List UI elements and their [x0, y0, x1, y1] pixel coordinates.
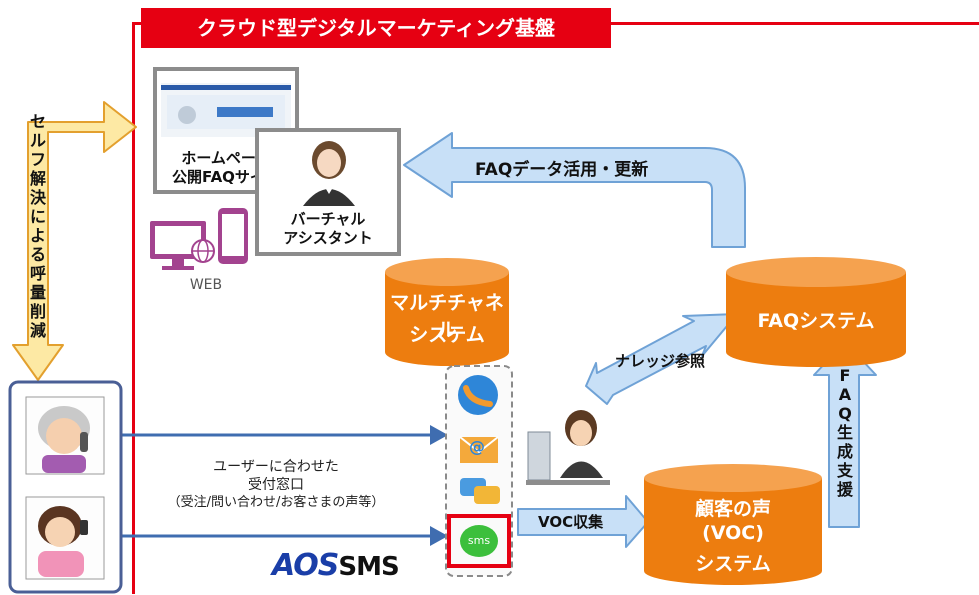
self-resolution-char: セ [29, 112, 46, 131]
phone-channel-icon [458, 375, 498, 415]
self-resolution-arrow [12, 101, 137, 381]
elderly-user-icon [25, 396, 105, 475]
web-devices-icon [150, 208, 248, 270]
faq-generation-char: F [839, 366, 851, 385]
channel-desc-3: （受注/問い合わせ/お客さまの声等） [167, 495, 385, 510]
voc-label-1: 顧客の声 [694, 498, 771, 520]
homepage-screenshot-thumbnail [161, 75, 291, 137]
faq-generation-char: Q [838, 404, 852, 423]
self-resolution-char: 減 [29, 321, 46, 340]
multichannel-label-2: システム [409, 324, 485, 346]
voc-collect-arrow [517, 495, 649, 548]
voc-label-3: システム [695, 553, 771, 575]
platform-title: クラウド型デジタルマーケティング基盤 [141, 8, 611, 48]
faq-generation-char: 援 [836, 480, 853, 499]
knowledge-label: ナレッジ参照 [615, 352, 706, 370]
aos-sms-logo: AOSSMS [272, 546, 400, 587]
assistant-label-1: バーチャル [290, 210, 366, 228]
self-resolution-label: セルフ解決による呼量削減 [29, 112, 47, 340]
faq-generation-char: 生 [836, 423, 853, 442]
self-resolution-char: 呼 [29, 264, 46, 283]
sms-icon-text: sms [467, 534, 491, 547]
sms-channel-icon: sms [460, 525, 498, 557]
self-resolution-char: 削 [29, 302, 46, 321]
assistant-label-2: アシスタント [283, 229, 373, 247]
self-resolution-char: 量 [29, 283, 46, 302]
multichannel-cylinder [385, 258, 509, 366]
chat-channel-icon [460, 478, 500, 504]
self-resolution-char: る [29, 245, 46, 264]
assistant-avatar-icon [303, 141, 355, 206]
sms-highlight-frame [447, 514, 511, 568]
channels-column [445, 365, 513, 577]
sms-logo-text: SMS [338, 552, 399, 582]
self-resolution-char: フ [29, 150, 46, 169]
self-resolution-char: 決 [29, 188, 46, 207]
faq-generation-char: 支 [836, 461, 853, 480]
faq-system-label: FAQシステム [757, 310, 875, 332]
email-channel-icon: @ [459, 436, 499, 463]
phone-user-arrowhead [430, 425, 448, 445]
multichannel-label-1: マルチチャネル [390, 292, 504, 341]
virtual-assistant-card: バーチャル アシスタント [255, 128, 401, 256]
faq-update-arrow [403, 132, 746, 248]
aos-logo-text: AOS [272, 548, 339, 583]
svg-text:@: @ [469, 437, 485, 456]
self-resolution-char: ル [29, 131, 46, 150]
young-user-icon [25, 496, 105, 580]
sms-user-arrowhead [430, 526, 448, 546]
faq-generation-char: 成 [836, 442, 853, 461]
faq-generation-char: A [838, 385, 852, 404]
faq-system-cylinder [726, 257, 906, 367]
self-resolution-char: 解 [29, 169, 46, 188]
voc-cylinder [644, 464, 822, 585]
operator-icon [526, 410, 610, 485]
channel-desc-2: 受付窓口 [248, 477, 304, 493]
self-resolution-char: よ [29, 226, 46, 245]
voc-label-2: (VOC) [702, 522, 764, 544]
homepage-label-2: 公開FAQサイト [172, 168, 280, 186]
channel-desc-1: ユーザーに合わせた [213, 459, 339, 475]
voc-collect-label: VOC収集 [538, 513, 604, 531]
homepage-label-1: ホームページ [181, 149, 271, 167]
web-label: WEB [189, 277, 223, 293]
self-resolution-char: に [29, 207, 46, 226]
faq-update-label: FAQデータ活用・更新 [475, 160, 649, 180]
